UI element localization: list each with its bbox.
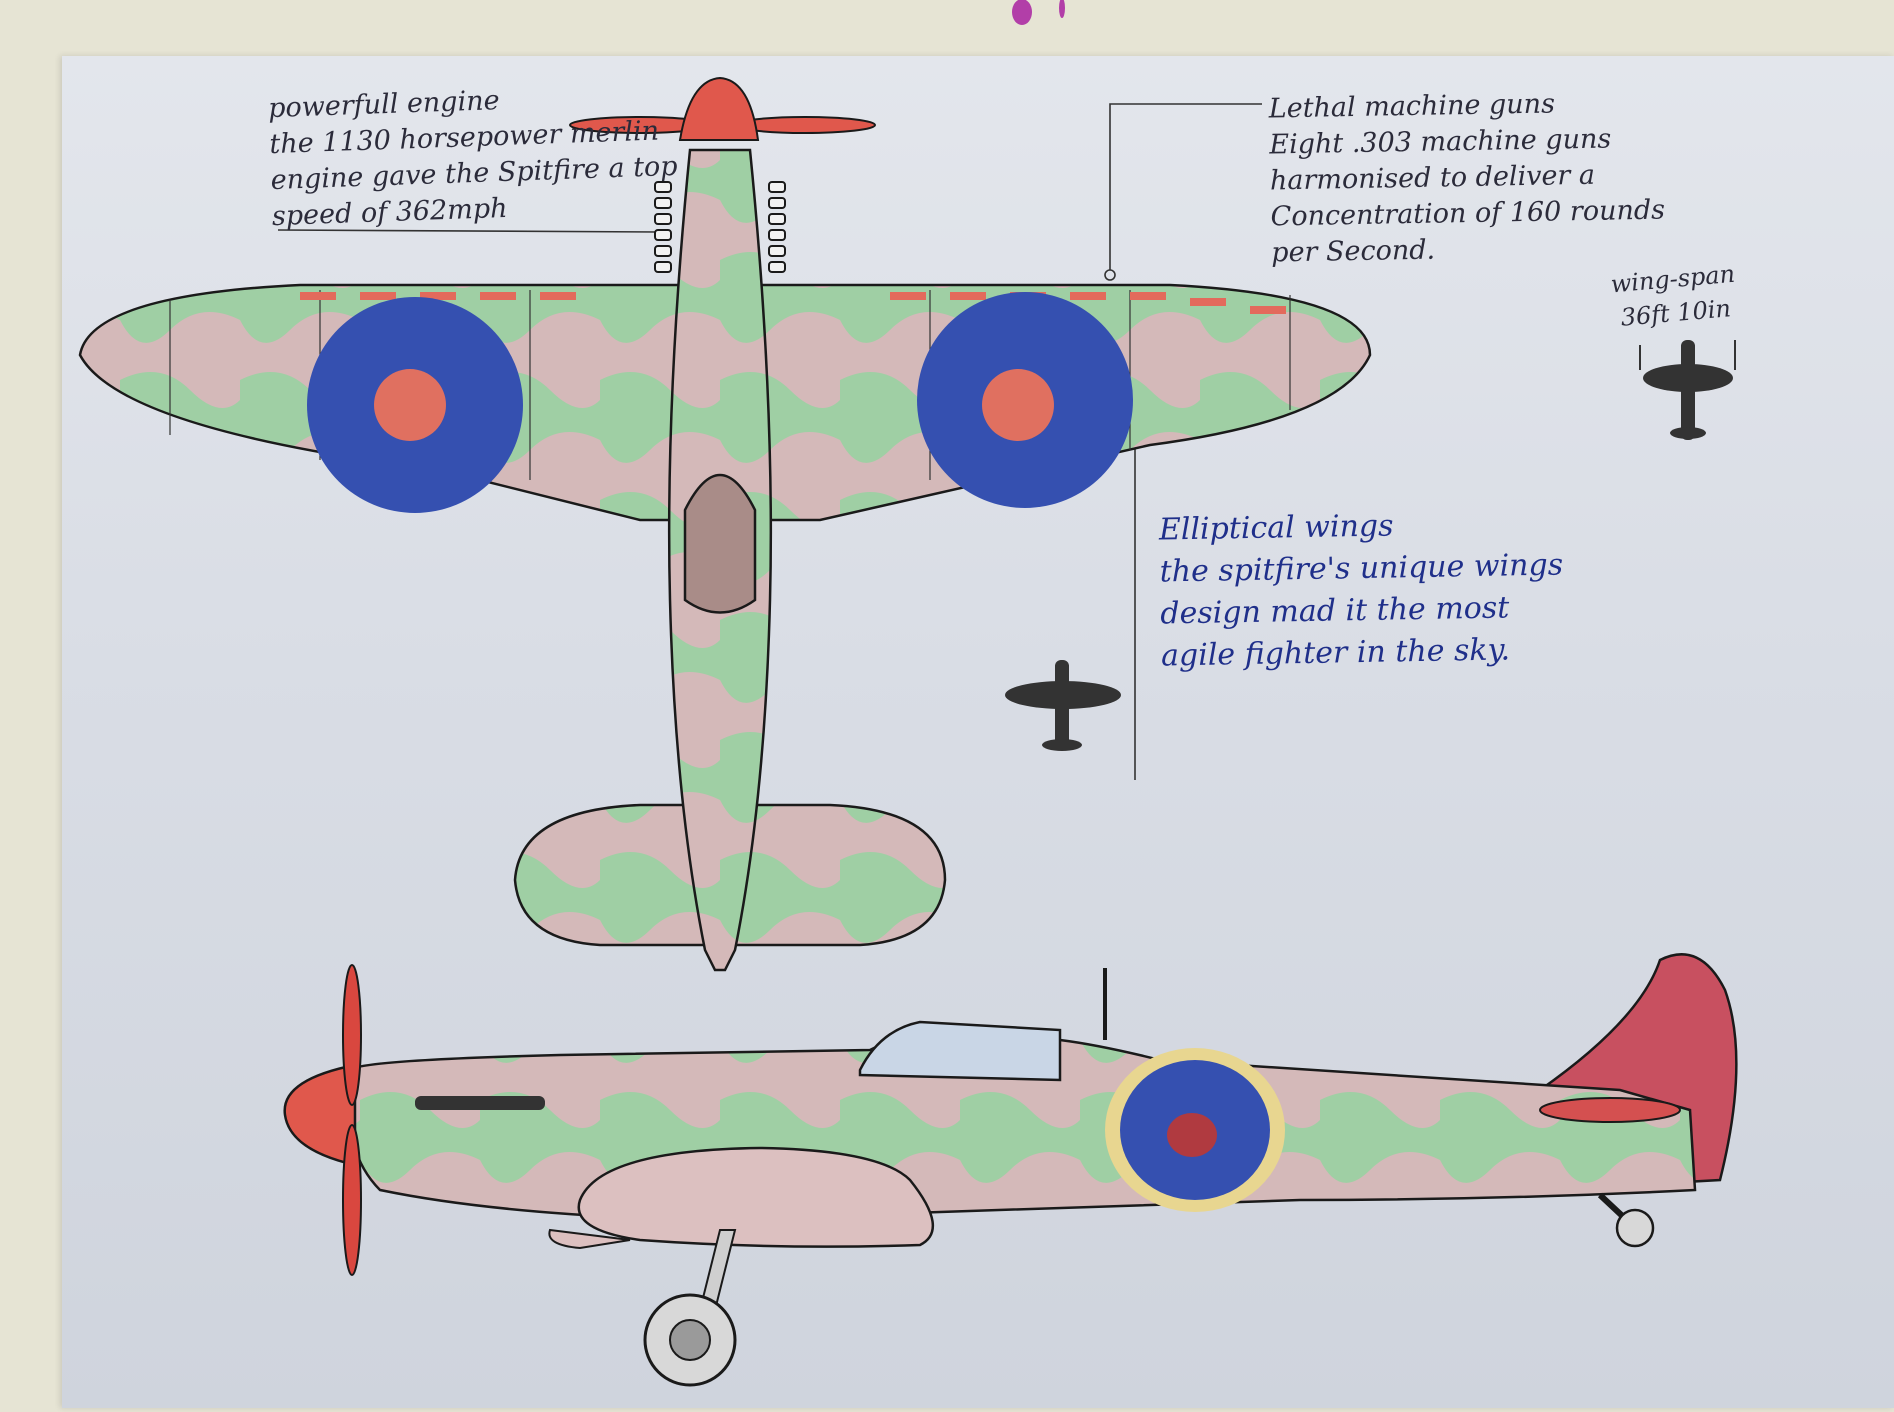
side-exhausts	[415, 1096, 545, 1110]
small-plane-silhouette-left	[1005, 660, 1121, 751]
fuselage-roundel	[1105, 1048, 1285, 1212]
machine-guns-note: Lethal machine guns Eight .303 machine g…	[1268, 88, 1666, 269]
guns-leader-line	[1104, 103, 1262, 281]
top-view-plane	[78, 76, 1372, 972]
side-spinner	[283, 1063, 357, 1167]
engine-leader-line	[277, 229, 661, 233]
small-plane-silhouette-right	[1639, 340, 1736, 440]
right-wing-roundel	[917, 292, 1133, 508]
elliptical-wings-note: Elliptical wings the spitfire's unique w…	[1158, 508, 1564, 674]
side-propeller	[342, 964, 362, 1276]
tail-wheel	[1597, 1192, 1655, 1248]
ink-blot	[1012, 0, 1065, 25]
wings-leader-line	[1132, 434, 1144, 780]
side-view-plane	[283, 953, 1738, 1387]
left-wing-roundel	[307, 297, 523, 513]
side-canopy	[858, 1020, 1062, 1082]
side-wing	[577, 1146, 935, 1248]
main-landing-gear	[643, 1229, 737, 1387]
top-propeller	[569, 76, 876, 141]
wing-span-note: wing-span 36ft 10in	[1609, 259, 1737, 332]
engine-note: powerfull engine the 1130 horsepower mer…	[267, 85, 679, 233]
canopy	[683, 473, 757, 614]
